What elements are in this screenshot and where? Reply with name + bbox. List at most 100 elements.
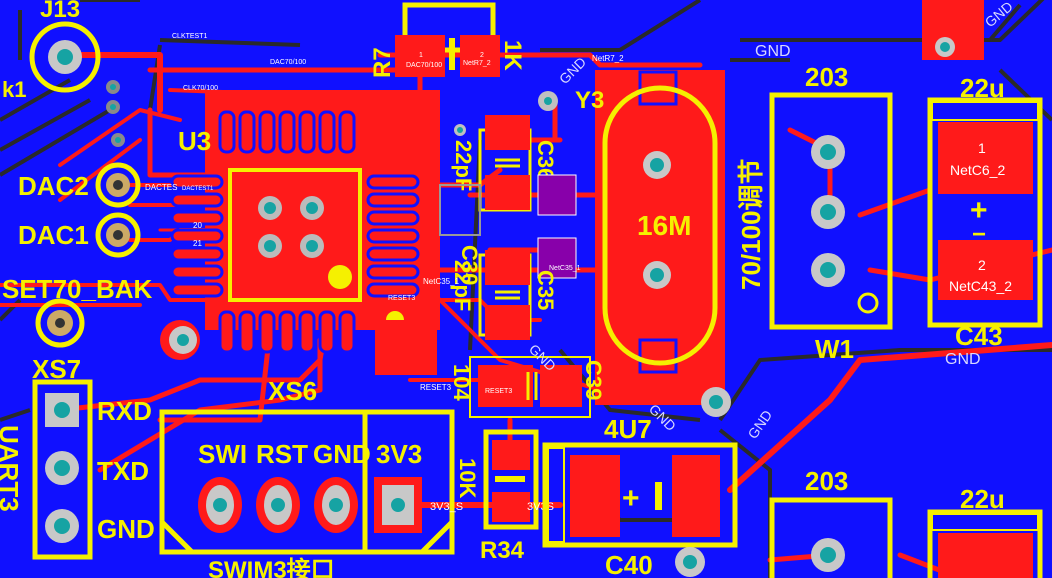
- w1-pin-1[interactable]: [820, 144, 836, 160]
- c43-plus: +: [970, 194, 988, 227]
- net-dactes: DACTES: [145, 183, 177, 192]
- c36-bottom-chip[interactable]: [537, 174, 577, 216]
- r34-outline: [483, 429, 539, 530]
- swim-title: SWIM3接口: [208, 557, 335, 578]
- r7-pad-2[interactable]: [460, 35, 500, 77]
- c36-pad-1[interactable]: [485, 175, 530, 210]
- uart3-label: UART3: [0, 425, 24, 512]
- c44-outline: [927, 509, 1043, 578]
- uart-gnd-label: GND: [97, 514, 155, 544]
- w2-outline: [769, 497, 893, 578]
- c39-outline: [469, 356, 591, 418]
- dac2-label: DAC2: [18, 171, 89, 201]
- net-c43-2: NetC43_2: [949, 278, 1012, 294]
- c39-pad-1[interactable]: [478, 365, 533, 407]
- u3-pin-20: 20: [193, 221, 202, 230]
- y3-pin-2[interactable]: [650, 268, 664, 282]
- c6-pad-1[interactable]: [938, 122, 1033, 194]
- net-reset3-u3: RESET3: [388, 295, 415, 302]
- u3-thermal-vias: [258, 196, 324, 258]
- u7-value: 4U7: [604, 414, 652, 444]
- r7-value: 1K: [499, 40, 526, 71]
- c39-value: 104: [449, 364, 474, 401]
- y3-pin-1[interactable]: [650, 158, 664, 172]
- xs6-label: XS6: [268, 376, 317, 406]
- c40-label: C40: [605, 550, 653, 578]
- vias-left: [106, 80, 558, 147]
- net-clktest1: CLKTEST1: [172, 33, 208, 40]
- c39-pad-2[interactable]: [540, 365, 582, 407]
- c6-pad-num: 1: [978, 140, 986, 156]
- xs6-outline: [159, 409, 455, 555]
- c35-bottom-chip[interactable]: [537, 237, 577, 279]
- c40-polarity-band: [547, 447, 565, 543]
- net-c35-1-chip: NetC35_1: [549, 265, 581, 272]
- net-3v3s-right: 3V3S: [527, 501, 554, 513]
- net-gnd-top: GND: [755, 43, 791, 60]
- r34-pad-2[interactable]: [492, 492, 530, 522]
- r34-value: 10K: [455, 458, 480, 498]
- c6-value: 22u: [960, 73, 1005, 103]
- c43-pad-2[interactable]: [938, 240, 1033, 300]
- c6-polarity-band: [931, 101, 1039, 121]
- c35-pad-1[interactable]: [485, 250, 530, 285]
- r34-pad-1[interactable]: [492, 440, 530, 470]
- c43-label: C43: [955, 321, 1003, 351]
- c44-pad-1[interactable]: [938, 533, 1033, 578]
- net-clk70: CLK70/100: [183, 85, 218, 92]
- c40-outline: [542, 442, 738, 548]
- u3-pins: [170, 110, 420, 354]
- y3-outline: [602, 85, 718, 366]
- net-gnd-right: GND: [945, 351, 981, 368]
- w1-outline: [769, 92, 893, 330]
- net-reset3-trace: RESET3: [420, 383, 452, 392]
- net-3v3s-left: 3V3_S: [430, 501, 463, 513]
- c35-pad-2[interactable]: [485, 305, 530, 340]
- r7-pad-1[interactable]: [395, 35, 445, 77]
- w1-label: W1: [815, 334, 854, 364]
- w1-pin-2[interactable]: [820, 204, 836, 220]
- net-dactest1: DACTEST1: [182, 186, 214, 192]
- y3-pad-bottom[interactable]: [638, 338, 678, 374]
- k1-label: k1: [2, 77, 26, 102]
- r7-mark: [449, 38, 455, 70]
- u3-pin1-marker: [328, 265, 352, 289]
- net-dac70-r7: DAC70/100: [406, 62, 442, 69]
- c30-label: C30: [457, 245, 482, 285]
- j13-hole: [57, 49, 73, 65]
- swim-rst-label: RST: [256, 439, 308, 469]
- xs7-label: XS7: [32, 354, 81, 384]
- dac1-label: DAC1: [18, 220, 89, 250]
- c30-outline: [439, 184, 481, 236]
- r34-label: R34: [480, 537, 525, 564]
- swim-gnd-label: GND: [313, 439, 371, 469]
- c40-pad-minus[interactable]: [672, 455, 720, 537]
- y3-label: Y3: [575, 87, 604, 114]
- swim-swi-label: SWI: [198, 439, 247, 469]
- net-dac70-top: DAC70/100: [270, 59, 306, 66]
- rxd-label: RXD: [97, 396, 152, 426]
- c36-pad-2[interactable]: [485, 115, 530, 150]
- c40-pad-plus[interactable]: [570, 455, 620, 537]
- u3-bottom-pad[interactable]: [375, 320, 437, 375]
- txd-label: TXD: [97, 456, 149, 486]
- c39-label: C39: [581, 360, 606, 400]
- u3-label: U3: [178, 126, 211, 156]
- r7-pad2-num: 2: [480, 52, 484, 59]
- c36-label: C36: [533, 140, 558, 180]
- r7-label: R7: [369, 47, 396, 78]
- swim-3v3-label: 3V3: [376, 439, 422, 469]
- w1-adjust-label: 70/100调节: [736, 158, 766, 290]
- u3-pin-21: 21: [193, 239, 202, 248]
- r7-pad1-num: 1: [419, 52, 423, 59]
- w1-pin-3[interactable]: [820, 262, 836, 278]
- xs7-outline: [32, 379, 93, 560]
- set70-label: SET70_BAK: [2, 274, 152, 304]
- w1-value-top: 203: [805, 62, 848, 92]
- c43-outline: [927, 97, 1043, 328]
- c43-pad-num: 2: [978, 257, 986, 273]
- net-reset3-c39: RESET3: [485, 388, 512, 395]
- c40-plus: +: [622, 482, 640, 515]
